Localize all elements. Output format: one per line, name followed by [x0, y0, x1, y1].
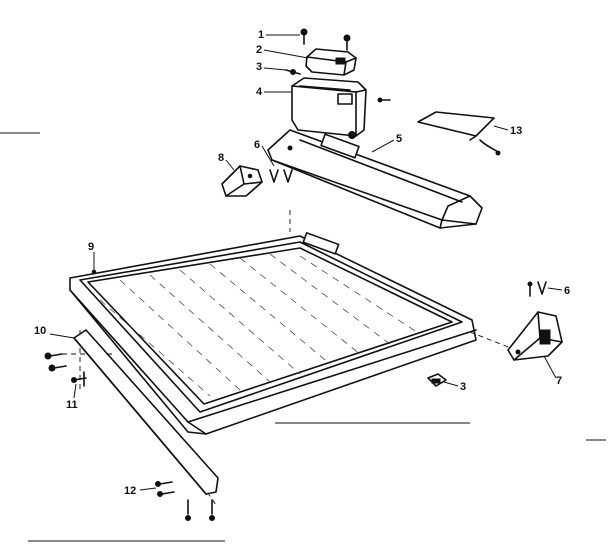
part-3-clip-lower [427, 373, 447, 387]
part-13-access-panel [417, 111, 501, 156]
callout-2: 2 [256, 44, 262, 56]
part-8-hinge-bracket-left [221, 165, 263, 197]
callout-7: 7 [556, 375, 562, 387]
part-1-screw-right [343, 34, 351, 51]
part-12-screws [155, 481, 215, 521]
part-9-top-lid [69, 232, 477, 435]
alignment-line-right-hinge [469, 331, 517, 351]
callout-10: 10 [34, 325, 46, 337]
part-5-control-console [267, 129, 483, 229]
part-2-dispenser-lid [305, 48, 357, 76]
lid-glass-hatching [99, 253, 421, 397]
callout-13: 13 [510, 125, 522, 137]
part-10-trim-strip [73, 329, 219, 495]
part-1-screw [300, 28, 308, 45]
callout-3-top: 3 [256, 61, 262, 73]
callout-6-left: 6 [254, 139, 260, 151]
callout-6-right: 6 [564, 285, 570, 297]
callout-3-lower: 3 [460, 381, 466, 393]
callout-11: 11 [66, 399, 78, 411]
part-6-hinge-screws-left [269, 169, 293, 183]
part-11-screws [44, 352, 87, 387]
part-7-hinge-bracket-right [507, 311, 563, 361]
callout-labels: 1 2 3 4 5 6 8 13 9 6 10 11 3 7 12 [34, 29, 570, 497]
part-3-screw-top [285, 69, 301, 75]
callout-8: 8 [218, 152, 224, 164]
callout-9: 9 [88, 241, 94, 253]
part-6-hinge-screws-right [527, 281, 547, 297]
callout-1: 1 [258, 29, 264, 41]
callout-5: 5 [396, 133, 402, 145]
callout-4: 4 [256, 86, 263, 98]
part-4-dispenser-cup [291, 77, 391, 139]
callout-12: 12 [124, 485, 136, 497]
